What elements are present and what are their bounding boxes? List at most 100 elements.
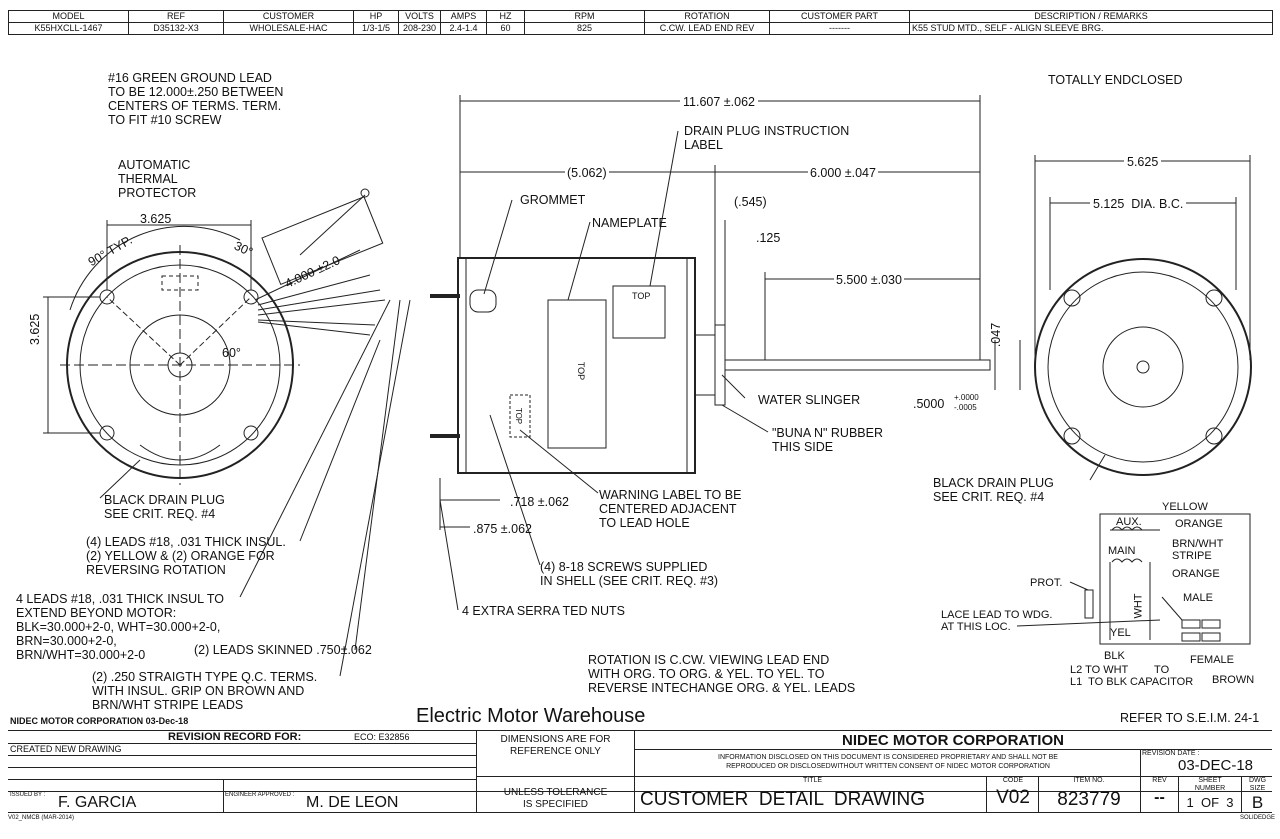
drain-label-rect <box>612 285 666 339</box>
dim-3625-vertical: 3.625 <box>28 313 42 345</box>
dim-718: .718 ±.062 <box>510 495 569 509</box>
issued-by: F. GARCIA <box>58 794 137 811</box>
sheet-number: 1 OF 3 <box>1186 795 1234 810</box>
dim-11607: 11.607 ±.062 <box>680 95 758 109</box>
dim-5125-bc: 5.125 DIA. B.C. <box>1090 197 1187 211</box>
warning-label-note: WARNING LABEL TO BE CENTERED ADJACENT TO… <box>599 488 742 530</box>
leads-skinned-note: (2) LEADS SKINNED .750±.062 <box>194 643 372 657</box>
mount-hole <box>1063 427 1081 445</box>
warehouse-label: Electric Motor Warehouse <box>416 705 646 727</box>
val-ref: D35132-X3 <box>128 22 224 35</box>
mount-hole <box>1205 427 1223 445</box>
refer-label: REFER TO S.E.I.M. 24-1 <box>1120 711 1260 725</box>
revision-date-label: REVISION DATE : <box>1142 750 1200 757</box>
wire-wht: WHT <box>1132 593 1145 619</box>
lace-lead-note: LACE LEAD TO WDG. AT THIS LOC. <box>941 609 1053 633</box>
dim-5500: 5.500 ±.030 <box>834 273 904 287</box>
nidec-date-label: NIDEC MOTOR CORPORATION 03-Dec-18 <box>10 716 189 726</box>
dim-5625: 5.625 <box>1124 155 1162 169</box>
shaft-end-view <box>1034 155 1252 481</box>
engineer-approved: M. DE LEON <box>306 794 399 811</box>
top-label-1: TOP <box>632 291 651 301</box>
totally-enclosed-label: TOTALLY ENDCLOSED <box>1048 73 1183 87</box>
dim-5000-tol-down: -.0005 <box>954 403 977 412</box>
wire-blk: BLK <box>1104 650 1125 662</box>
dim-545: (.545) <box>734 195 767 209</box>
dim-5062: (5.062) <box>565 166 609 180</box>
dim-875: .875 ±.062 <box>473 522 532 536</box>
water-slinger-label: WATER SLINGER <box>758 393 861 407</box>
nuts-note: 4 EXTRA SERRA TED NUTS <box>462 604 626 618</box>
engineer-label: ENGINEER APPROVED : <box>225 792 295 798</box>
drain-instruction-note: DRAIN PLUG INSTRUCTION LABEL <box>684 124 850 152</box>
footer-right: SOLIDEDGE <box>1240 815 1276 821</box>
wire-brnwht: BRN/WHT STRIPE <box>1172 538 1224 562</box>
drain-plug-left-note: BLACK DRAIN PLUG SEE CRIT. REQ. #4 <box>104 493 225 521</box>
mount-hole <box>1063 289 1081 307</box>
mount-hole <box>243 425 259 441</box>
wire-orange-2: ORANGE <box>1172 568 1220 580</box>
val-description: K55 STUD MTD., SELF - ALIGN SLEEVE BRG. <box>909 22 1273 35</box>
wire-male: MALE <box>1183 592 1213 604</box>
item-label: ITEM NO. <box>1073 777 1105 784</box>
code-label: CODE <box>1002 777 1024 784</box>
val-model: K55HXCLL-1467 <box>8 22 129 35</box>
item-number: 823779 <box>1057 789 1121 810</box>
leads-18-note: (4) LEADS #18, .031 THICK INSUL. (2) YEL… <box>86 535 286 577</box>
dim-5000-tol-up: +.0000 <box>954 393 979 402</box>
leads-4-note: 4 LEADS #18, .031 THICK INSUL TO EXTEND … <box>16 592 224 662</box>
revision-date: 03-DEC-18 <box>1178 757 1254 774</box>
wire-yel: YEL <box>1110 627 1131 639</box>
header-table: MODEL REF CUSTOMER HP VOLTS AMPS HZ RPM … <box>8 10 1273 35</box>
wire-orange-1: ORANGE <box>1175 518 1223 530</box>
qc-terms-note: (2) .250 STRAIGTH TYPE Q.C. TERMS. WITH … <box>92 670 318 712</box>
code-value: V02 <box>996 787 1030 808</box>
unless-tolerance-label: UNLESS TOLERANCE IS SPECIFIED <box>503 787 608 810</box>
title-block: REVISION RECORD FOR: ECO: E32856 CREATED… <box>8 730 1272 813</box>
dim-60-deg: 60° <box>222 346 241 360</box>
thermal-protector-note: AUTOMATIC THERMAL PROTECTOR <box>118 158 197 200</box>
nameplate-label: NAMEPLATE <box>592 216 667 230</box>
dwg-size: B <box>1251 793 1264 812</box>
eco-label: ECO: E32856 <box>354 732 410 742</box>
wire-prot: PROT. <box>1030 577 1063 589</box>
mount-hole <box>1205 289 1223 307</box>
dim-5000: .5000 <box>913 397 945 411</box>
issued-by-label: ISSUED BY : <box>10 792 46 798</box>
nameplate-rect <box>547 299 607 449</box>
screws-note: (4) 8-18 SCREWS SUPPLIED IN SHELL (SEE C… <box>540 560 719 588</box>
wire-yellow: YELLOW <box>1162 501 1208 513</box>
company-name: NIDEC MOTOR CORPORATION <box>842 732 1064 749</box>
drain-plug-right-note: BLACK DRAIN PLUG SEE CRIT. REQ. #4 <box>933 476 1054 504</box>
wiring-diagram <box>1016 513 1251 645</box>
header-columns-row: MODEL REF CUSTOMER HP VOLTS AMPS HZ RPM … <box>8 10 1273 23</box>
header-values-row: K55HXCLL-1467 D35132-X3 WHOLESALE-HAC 1/… <box>8 22 1273 35</box>
title-label: TITLE <box>803 777 823 784</box>
rev-value: -- <box>1154 789 1165 806</box>
sheet-label: SHEET NUMBER <box>1194 777 1226 792</box>
rev-label: REV <box>1152 777 1167 784</box>
top-label-3: TOP <box>514 407 524 425</box>
dim-125: .125 <box>756 231 781 245</box>
created-drawing-label: CREATED NEW DRAWING <box>10 744 122 754</box>
top-label-2: TOP <box>576 361 587 381</box>
revision-record-label: REVISION RECORD FOR: <box>168 731 302 743</box>
val-customer: WHOLESALE-HAC <box>223 22 354 35</box>
ground-lead-note: #16 GREEN GROUND LEAD TO BE 12.000±.250 … <box>108 71 284 127</box>
wire-to-capacitor: TO CAPACITOR <box>1130 664 1194 688</box>
drawing-title: CUSTOMER DETAIL DRAWING <box>640 789 926 810</box>
dim-6000: 6.000 ±.047 <box>808 166 878 180</box>
wire-female: FEMALE <box>1190 654 1235 666</box>
wire-l2-l1: L2 TO WHT L1 TO BLK <box>1070 664 1129 688</box>
dim-047: .047 <box>989 322 1004 348</box>
wire-brown: BROWN <box>1212 674 1255 686</box>
dwg-size-label: DWG SIZE <box>1248 777 1267 792</box>
dim-3625-horizontal: 3.625 <box>140 212 172 226</box>
wire-aux: AUX. <box>1116 516 1142 528</box>
dims-reference-label: DIMENSIONS ARE FOR REFERENCE ONLY <box>500 734 611 757</box>
lead-end-view <box>43 188 386 485</box>
proprietary-info: INFORMATION DISCLOSED ON THIS DOCUMENT I… <box>718 754 1058 770</box>
wire-main: MAIN <box>1108 545 1136 557</box>
buna-rubber-label: "BUNA N" RUBBER THIS SIDE <box>772 426 883 454</box>
val-hp: 1/3-1/5 <box>353 22 399 35</box>
